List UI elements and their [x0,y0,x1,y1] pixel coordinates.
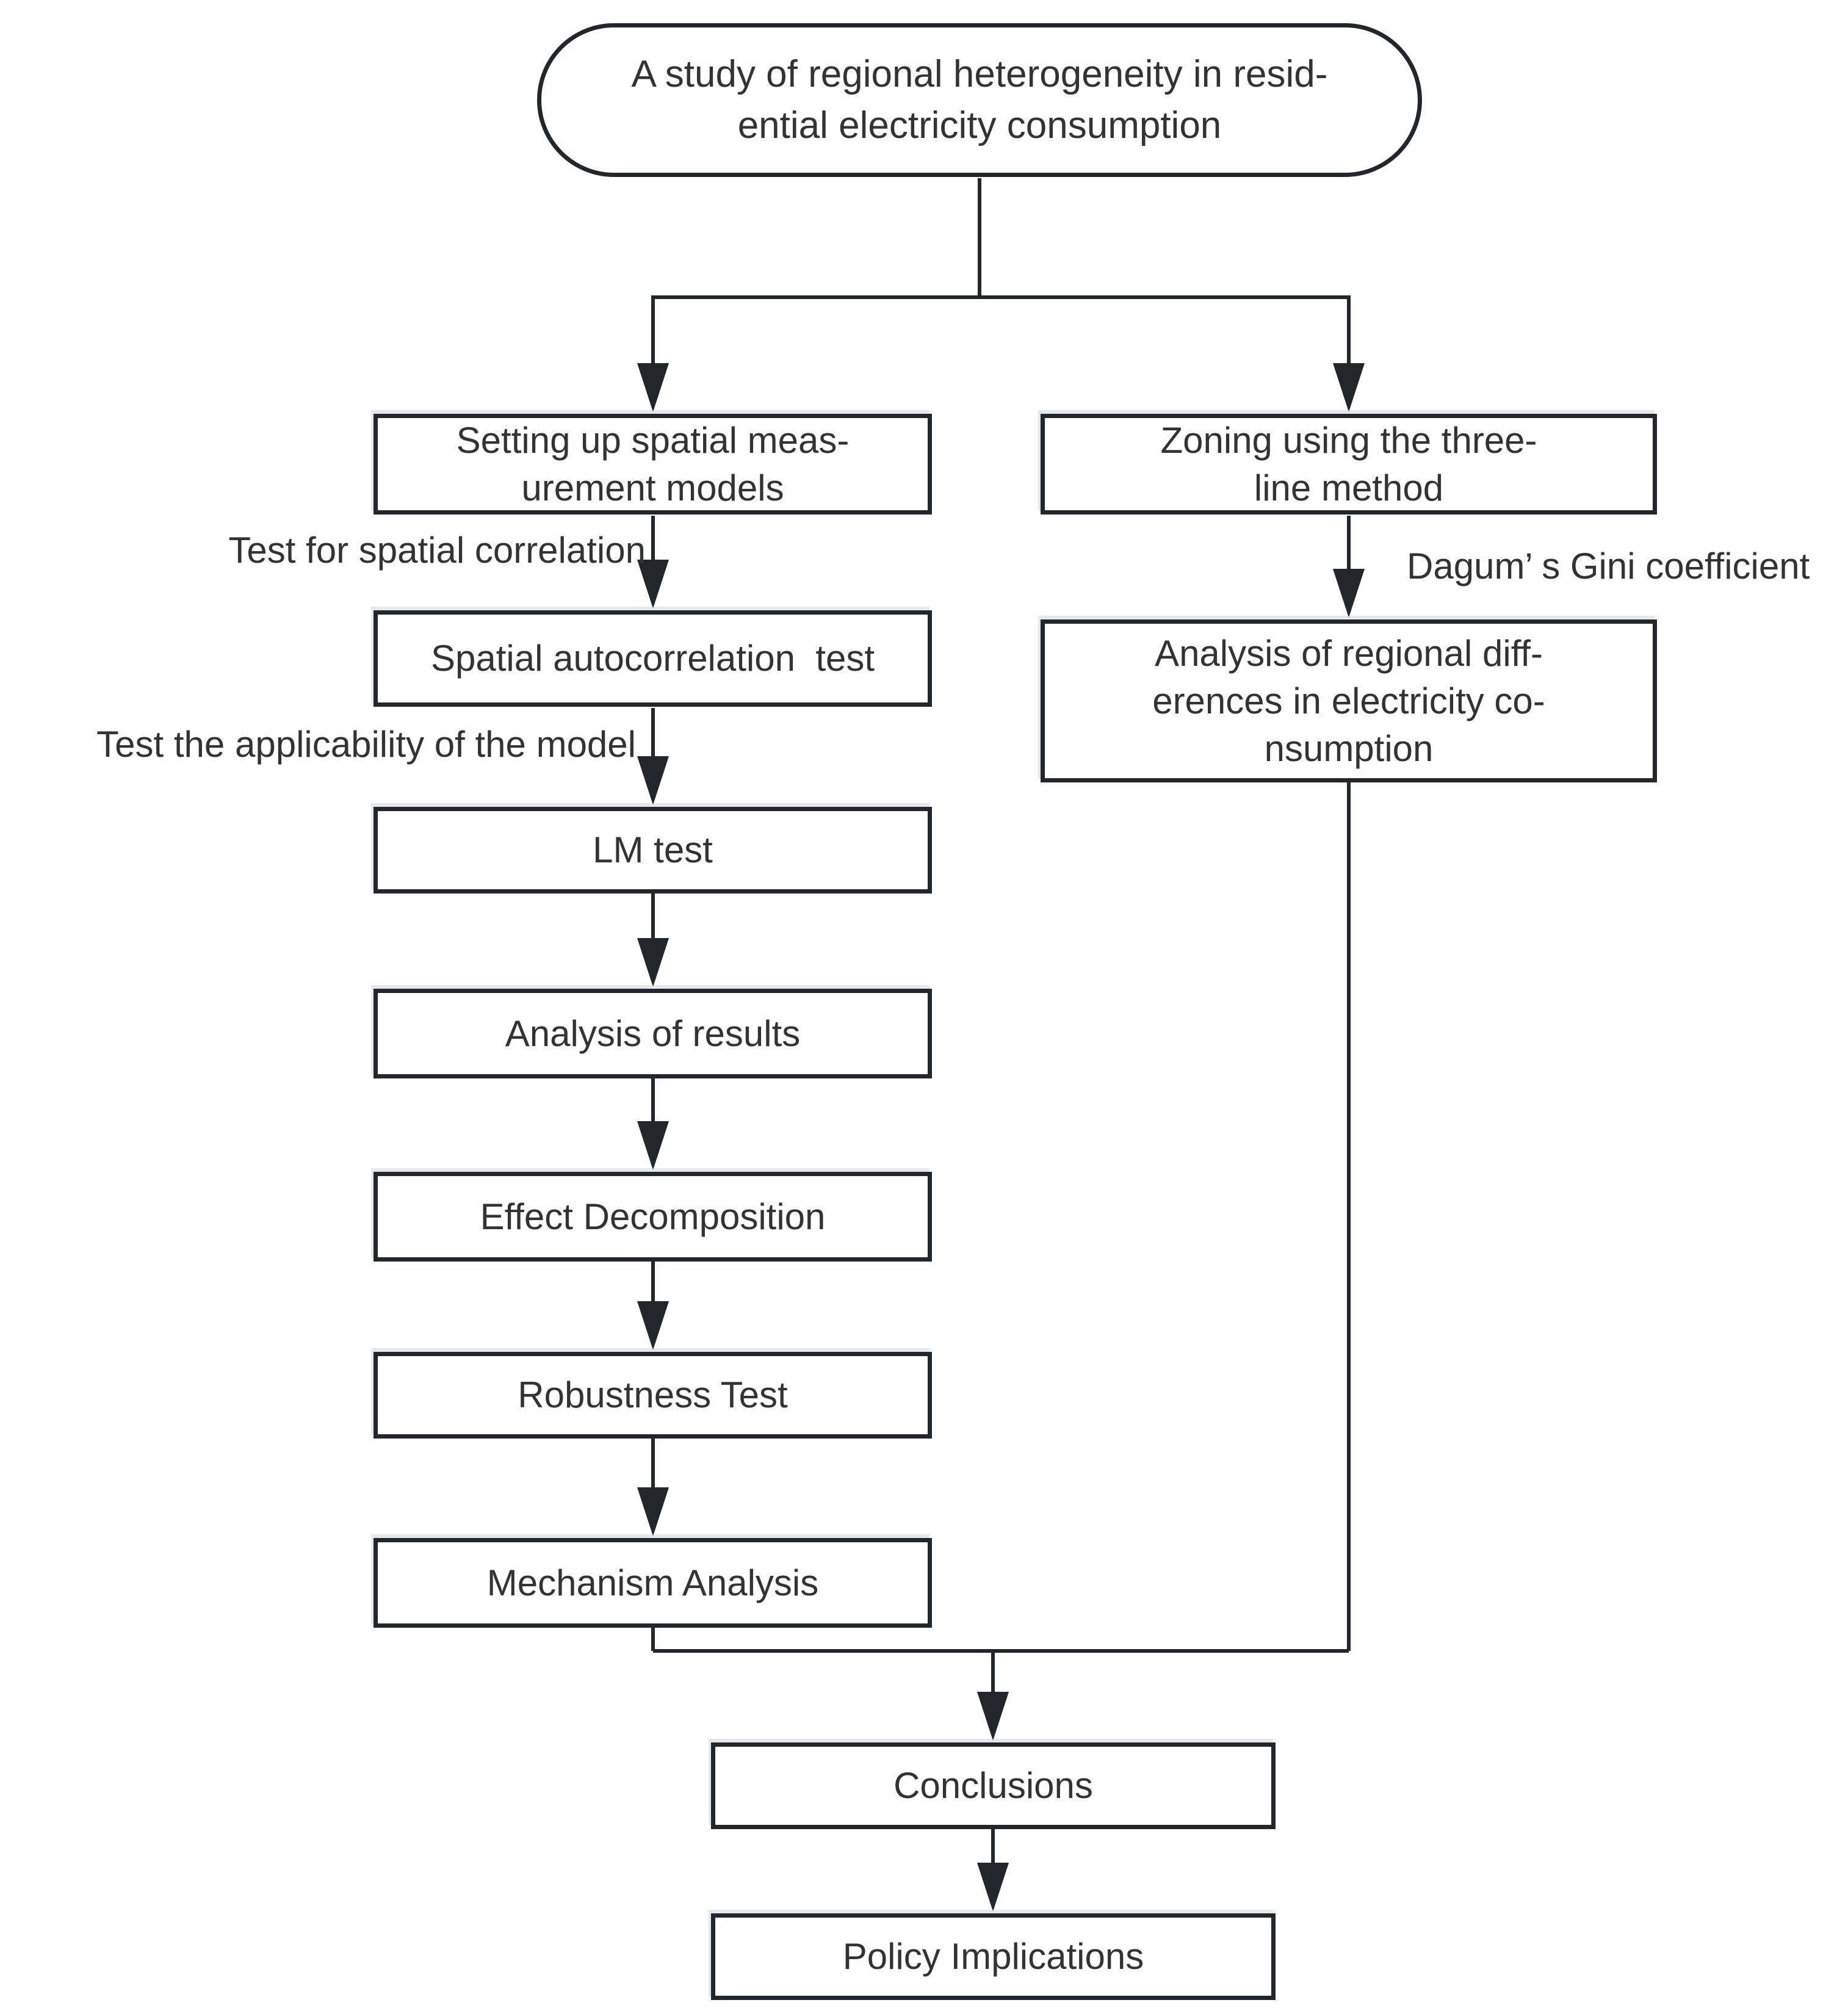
node-zoning: Zoning using the three- line method [1041,414,1657,514]
arrowhead-regional-differences [1333,569,1365,618]
node-spatial-autocorrelation: Spatial autocorrelation test [374,610,932,707]
node-policy-implications-label: Policy Implications [842,1936,1144,1977]
node-title-label: A study of regional heterogeneity in res… [631,53,1328,146]
edge-label-spatial-correlation: Test for spatial correlation [228,530,646,571]
node-policy-implications: Policy Implications [711,1913,1276,2000]
arrowhead-autocorrelation [637,560,669,608]
arrowhead-policy-implications [977,1863,1009,1912]
node-mechanism-analysis-label: Mechanism Analysis [486,1562,819,1603]
node-analysis-results: Analysis of results [374,989,932,1078]
arrowhead-mechanism-analysis [637,1487,669,1536]
arrowhead-analysis-results [637,938,669,987]
node-setup-models: Setting up spatial meas- urement models [374,414,932,514]
node-spatial-autocorrelation-label: Spatial autocorrelation test [430,638,875,679]
edge-label-model-applicability: Test the applicability of the model [96,724,636,765]
node-regional-differences: Analysis of regional diff- erences in el… [1041,619,1657,782]
arrowhead-setup-models [637,363,669,412]
arrowhead-conclusions [977,1692,1009,1741]
arrowhead-lm-test [637,756,669,805]
node-mechanism-analysis: Mechanism Analysis [374,1538,932,1628]
node-setup-models-label: Setting up spatial meas- urement models [456,419,850,508]
node-title: A study of regional heterogeneity in res… [537,23,1422,177]
node-lm-test-label: LM test [593,829,713,870]
node-robustness-test-label: Robustness Test [518,1374,788,1415]
node-lm-test: LM test [374,807,932,894]
node-effect-decomposition: Effect Decomposition [374,1172,932,1262]
node-analysis-results-label: Analysis of results [505,1013,801,1054]
edge-label-dagum-gini: Dagum’ s Gini coefficient [1407,546,1810,587]
arrowhead-effect-decomposition [637,1121,669,1170]
node-zoning-label: Zoning using the three- line method [1160,419,1537,508]
node-robustness-test: Robustness Test [374,1352,932,1439]
arrowhead-robustness-test [637,1301,669,1350]
node-effect-decomposition-label: Effect Decomposition [480,1196,826,1237]
node-conclusions-label: Conclusions [893,1765,1093,1806]
arrowhead-zoning [1333,363,1365,412]
node-regional-differences-label: Analysis of regional diff- erences in el… [1152,632,1545,769]
node-conclusions: Conclusions [711,1742,1276,1829]
